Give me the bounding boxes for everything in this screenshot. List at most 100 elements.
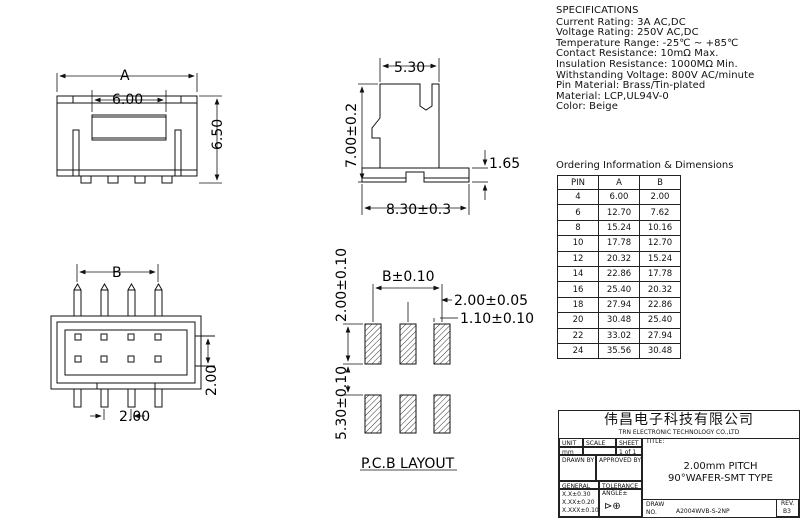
col-header: B (639, 175, 681, 190)
cell: 20.32 (639, 281, 681, 298)
draw-no-label: DRAW NO. (646, 501, 665, 516)
rev-label: REV. (781, 500, 795, 507)
side-view (358, 58, 488, 215)
col-header: PIN (557, 175, 599, 190)
tolerance-values-cell: X.X±0.30 X.XX±0.20 X.XXX±0.10 (559, 489, 599, 517)
dim-top-b: B (112, 265, 122, 281)
table-header-row: PIN A B (557, 175, 681, 190)
cell: 30.48 (598, 312, 640, 329)
sheet-label-cell: SHEET (616, 438, 642, 447)
cell: 22.86 (598, 265, 640, 283)
title-block: 伟昌电子科技有限公司 TRN ELECTRONIC TECHNOLOGY CO.… (558, 410, 800, 518)
cell: 14 (557, 265, 599, 283)
general-label: GENERAL (562, 483, 591, 490)
scale-label-cell: SCALE (583, 438, 616, 447)
angle-cell: ANGLE± ⊳⊕ (599, 489, 642, 517)
dim-top-200-bottom: 2.00 (119, 409, 150, 425)
cell: 15.24 (598, 219, 640, 237)
cell: 25.40 (598, 281, 640, 298)
cell: 27.94 (639, 327, 681, 344)
dim-pcb-200x: 2.00±0.05 (454, 293, 528, 309)
spec-line: Color: Beige (556, 101, 618, 113)
spec-line: Temperature Range: -25℃ ~ +85℃ (556, 37, 739, 49)
unit-label: UNIT (562, 440, 577, 447)
tolerance-value: X.XXX±0.10 (562, 507, 599, 514)
rev-value: B3 (783, 508, 791, 515)
top-view (50, 264, 215, 420)
approved-by-cell: APPROVED BY (596, 455, 642, 481)
dim-top-200-right: 2.00 (204, 365, 220, 396)
cell: 22 (557, 327, 599, 344)
specifications: SPECIFICATIONS Current Rating: 3A AC,DC … (556, 5, 755, 113)
cell: 17.78 (639, 265, 681, 283)
spec-line: Insulation Resistance: 1000MΩ Min. (556, 58, 738, 70)
spec-line: Voltage Rating: 250V AC,DC (556, 27, 699, 39)
dim-front-650: 6.50 (210, 119, 226, 150)
angle-label: ANGLE± (602, 490, 628, 497)
dim-front-a: A (120, 68, 130, 84)
cell: 20.32 (598, 250, 640, 267)
cell: 25.40 (639, 312, 681, 329)
dim-front-600: 6.00 (112, 92, 143, 108)
tolerance-label: TOLERANCE (602, 483, 639, 490)
draw-no: A2004WVB-S-2NP (676, 508, 730, 515)
dim-pcb-200y: 2.00±0.10 (334, 248, 350, 322)
spec-line: Pin Material: Brass/Tin-plated (556, 80, 706, 92)
cell: 20 (557, 312, 599, 329)
drawing-title-line1: 2.00mm PITCH (683, 461, 758, 472)
scale-label: SCALE (586, 440, 606, 447)
cell: 12.70 (598, 204, 640, 221)
drawing-title-line2: 90°WAFER-SMT TYPE (668, 473, 773, 484)
spec-line: Contact Resistance: 10mΩ Max. (556, 48, 719, 60)
sheet-value: 1 of 1 (619, 449, 637, 456)
spec-line: Withstanding Voltage: 800V AC/minute (556, 69, 755, 81)
cell: 16 (557, 281, 599, 298)
projection-symbol-icon: ⊳⊕ (604, 501, 621, 512)
cell: 7.62 (639, 204, 681, 221)
draw-no-cell: DRAW NO. A2004WVB-S-2NP (642, 499, 776, 517)
sheet-label: SHEET (619, 440, 639, 447)
dim-pcb-110: 1.10±0.10 (460, 311, 534, 327)
cell: 15.24 (639, 250, 681, 267)
drawn-by: DRAWN BY (562, 457, 595, 464)
cell: 10.16 (639, 219, 681, 237)
cell: 12 (557, 250, 599, 267)
dim-side-830: 8.30±0.3 (386, 202, 451, 218)
dim-side-700: 7.00±0.2 (344, 103, 360, 168)
cell: 6.00 (598, 188, 640, 206)
company-name-cn: 伟昌电子科技有限公司 (604, 412, 754, 428)
pcb-layout-label: P.C.B LAYOUT (361, 456, 455, 472)
cell: 35.56 (598, 342, 640, 360)
drawn-by-cell: DRAWN BY (559, 455, 596, 481)
unit-label-cell: UNIT (559, 438, 583, 447)
ordering-title: Ordering Information & Dimensions (556, 160, 734, 171)
dim-side-165: 1.65 (489, 156, 520, 172)
general-cell: GENERAL (559, 481, 599, 490)
cell: 8 (557, 219, 599, 237)
cell: 24 (557, 342, 599, 360)
col-header: A (598, 175, 640, 190)
cell: 2.00 (639, 188, 681, 206)
front-view (56, 73, 222, 184)
tolerance-cell: TOLERANCE (599, 481, 642, 490)
tolerance-value: X.XX±0.20 (562, 499, 595, 506)
unit-value-cell: mm (559, 447, 583, 456)
dim-pcb-b: B±0.10 (382, 269, 435, 285)
sheet-value-cell: 1 of 1 (616, 447, 642, 456)
cell: 12.70 (639, 235, 681, 252)
tolerance-value: X.X±0.30 (562, 491, 591, 498)
approved-by: APPROVED BY (599, 457, 642, 464)
cell: 18 (557, 296, 599, 314)
cell: 17.78 (598, 235, 640, 252)
spec-line: Material: LCP,UL94V-0 (556, 90, 669, 102)
dim-side-530: 5.30 (394, 60, 425, 76)
